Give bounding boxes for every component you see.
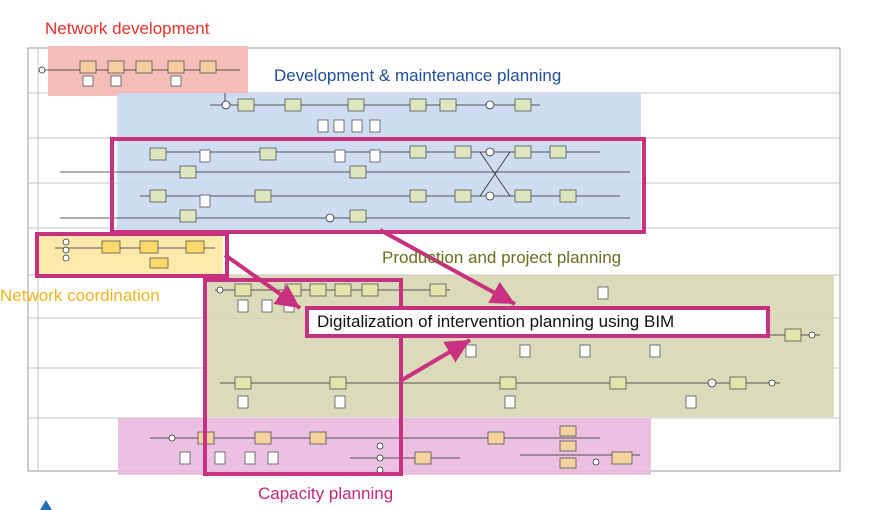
region-production-project [204, 275, 834, 417]
network-coordination-label: Network coordination [0, 286, 160, 305]
callout-arrows [223, 228, 516, 382]
logo-fragment-icon [40, 500, 52, 510]
highlight-capacity-production [203, 278, 403, 476]
highlight-boxes [35, 137, 646, 476]
network-development-label: Network development [45, 19, 210, 38]
capacity-planning-label: Capacity planning [258, 484, 394, 503]
highlight-dev-maintenance [110, 137, 646, 234]
development-maintenance-label: Development & maintenance planning [274, 66, 562, 85]
process-flows [38, 60, 820, 474]
bim-callout: Digitalization of intervention planning … [305, 306, 770, 338]
production-project-label: Production and project planning [382, 248, 622, 267]
